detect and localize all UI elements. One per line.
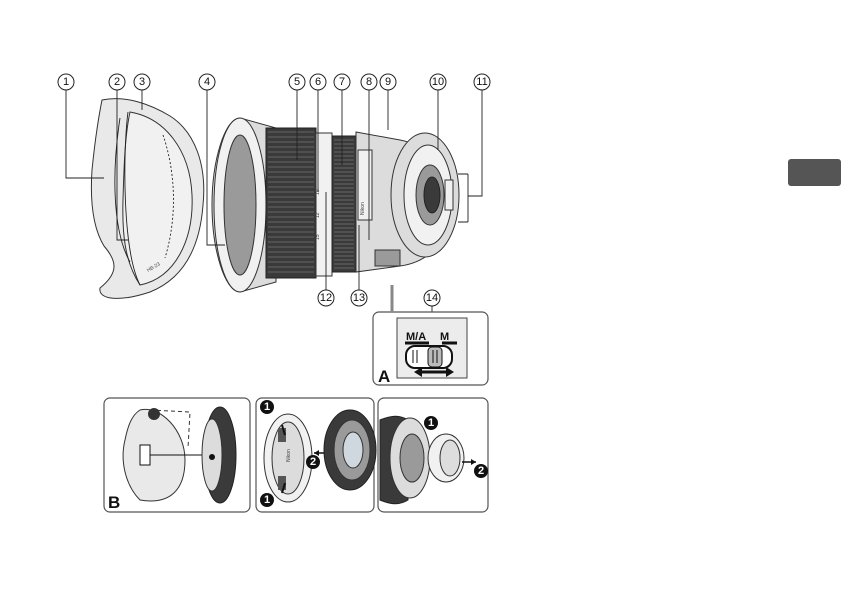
lens-hood-illustration: HB-23: [91, 99, 203, 299]
callout-number-11: 11: [476, 76, 487, 88]
step-badge-3: 2: [306, 455, 320, 469]
panel-front-cap: Nikon: [256, 398, 376, 512]
step-badge-4: 1: [424, 416, 438, 430]
step-number: 2: [478, 465, 484, 477]
lens-brand-marking: Nikon: [360, 202, 366, 215]
callout-number-4: 4: [204, 76, 210, 88]
callout-10: 10: [430, 74, 446, 90]
step-badge-2: 1: [260, 493, 274, 507]
callout-number-10: 10: [432, 76, 444, 88]
front-cap-brand: Nikon: [286, 449, 292, 462]
step-badge-1: 1: [260, 400, 274, 414]
panel-rear-cap: [378, 398, 488, 512]
callout-4: 4: [199, 74, 215, 90]
lens-illustration: 10 12 15 Nikon: [212, 118, 459, 292]
focal-marking-12: 12: [315, 212, 321, 218]
callout-13: 13: [351, 290, 367, 306]
callout-number-12: 12: [320, 292, 332, 304]
callout-number-9: 9: [385, 76, 391, 88]
callout-9: 9: [380, 74, 396, 90]
side-tab: [788, 159, 841, 186]
callout-11: 11: [474, 74, 490, 90]
callout-number-13: 13: [353, 292, 365, 304]
step-number: 1: [264, 401, 270, 413]
callout-12: 12: [318, 290, 334, 306]
callout-3: 3: [134, 74, 150, 90]
callout-6: 6: [310, 74, 326, 90]
callout-1: 1: [58, 74, 74, 90]
panel-b-hood-attach: B: [104, 398, 250, 512]
callout-8: 8: [361, 74, 377, 90]
switch-label-ma: M/A: [406, 331, 426, 343]
callout-7: 7: [334, 74, 350, 90]
callout-number-3: 3: [139, 76, 145, 88]
panel-letter-b: B: [108, 493, 120, 512]
callout-number-1: 1: [63, 76, 69, 88]
focal-marking-15: 15: [315, 234, 321, 240]
callout-number-14: 14: [426, 292, 438, 304]
switch-label-m: M: [440, 331, 449, 343]
callout-number-6: 6: [315, 76, 321, 88]
panel-letter-a: A: [378, 367, 390, 386]
step-number: 2: [310, 456, 316, 468]
callout-number-8: 8: [366, 76, 372, 88]
callout-number-5: 5: [294, 76, 300, 88]
callout-2: 2: [109, 74, 125, 90]
step-badge-5: 2: [474, 464, 488, 478]
callout-5: 5: [289, 74, 305, 90]
step-number: 1: [264, 494, 270, 506]
callout-leader-11: [458, 90, 482, 222]
callout-number-2: 2: [114, 76, 120, 88]
step-number: 1: [428, 417, 434, 429]
callout-number-7: 7: [339, 76, 345, 88]
callout-14: 14: [424, 290, 440, 306]
